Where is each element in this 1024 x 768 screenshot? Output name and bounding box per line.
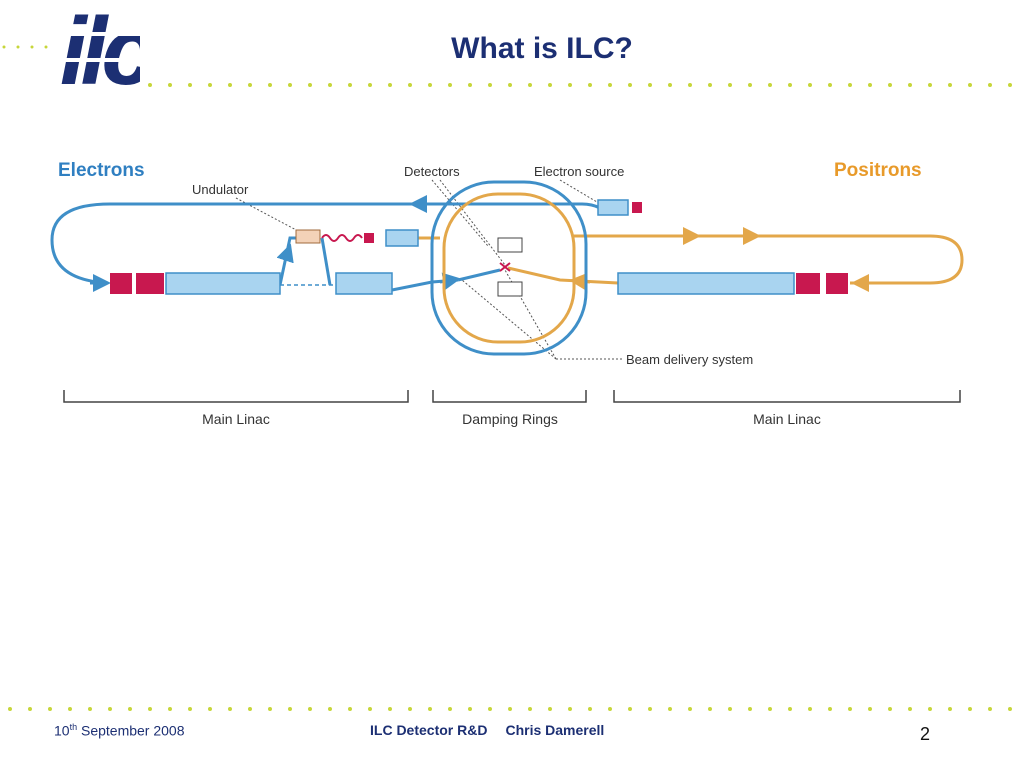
slide-title: What is ILC?	[0, 32, 1024, 66]
page-number: 2	[920, 724, 931, 744]
section-brackets	[63, 390, 961, 403]
electron-damping-ring	[430, 180, 588, 356]
footer-date-rest: September 2008	[77, 722, 185, 739]
logo-text: ilc	[60, 2, 140, 94]
detector-bottom	[497, 281, 523, 297]
footer-date-day: 10	[54, 722, 70, 739]
damping-rings-label: Damping Rings	[462, 411, 558, 427]
main-linac-right-label: Main Linac	[753, 411, 821, 427]
positron-capture-linac	[385, 229, 419, 247]
beam-delivery-label: Beam delivery system	[626, 352, 753, 367]
ilc-schematic-diagram: Electrons Positrons Undulator Detectors …	[50, 160, 964, 427]
interaction-point-icon	[499, 262, 511, 272]
footer-event-title: ILC Detector R&D	[370, 722, 488, 738]
footer-date: 10th September 2008	[54, 722, 185, 739]
positron-beamline	[418, 234, 964, 285]
target-magnet	[364, 233, 374, 243]
footer-divider	[8, 707, 1022, 711]
electrons-label: Electrons	[58, 160, 145, 181]
electron-source-box	[597, 199, 629, 216]
electron-magnet-2	[136, 273, 164, 294]
slide-title-text: What is ILC?	[451, 32, 633, 65]
electron-main-linac-1	[165, 272, 281, 295]
electron-source-magnet	[632, 202, 642, 213]
main-linac-left-label: Main Linac	[202, 411, 270, 427]
footer-author: Chris Damerell	[505, 722, 605, 738]
footer-event: ILC Detector R&D Chris Damerell	[370, 722, 604, 738]
detector-top	[497, 237, 523, 253]
electron-source-label: Electron source	[534, 164, 624, 179]
electron-direction-arrows	[90, 195, 461, 292]
ilc-logo: ilc	[58, 2, 140, 94]
positron-magnet-2	[826, 273, 848, 294]
undulator-box	[295, 229, 321, 244]
label-pointers	[235, 179, 624, 360]
positron-magnet-1	[796, 273, 820, 294]
positron-main-linac	[617, 272, 795, 295]
positron-damping-ring	[442, 192, 576, 344]
header-divider	[148, 83, 1024, 87]
electron-main-linac-2	[335, 272, 393, 295]
positron-direction-arrows	[569, 227, 872, 292]
undulator-label: Undulator	[192, 182, 249, 197]
electron-magnet-1	[110, 273, 132, 294]
footer-date-suffix: th	[69, 722, 78, 732]
positrons-label: Positrons	[834, 160, 922, 181]
header-divider-left	[2, 45, 62, 49]
detectors-label: Detectors	[404, 164, 460, 179]
undulator-wave-icon	[321, 234, 363, 242]
